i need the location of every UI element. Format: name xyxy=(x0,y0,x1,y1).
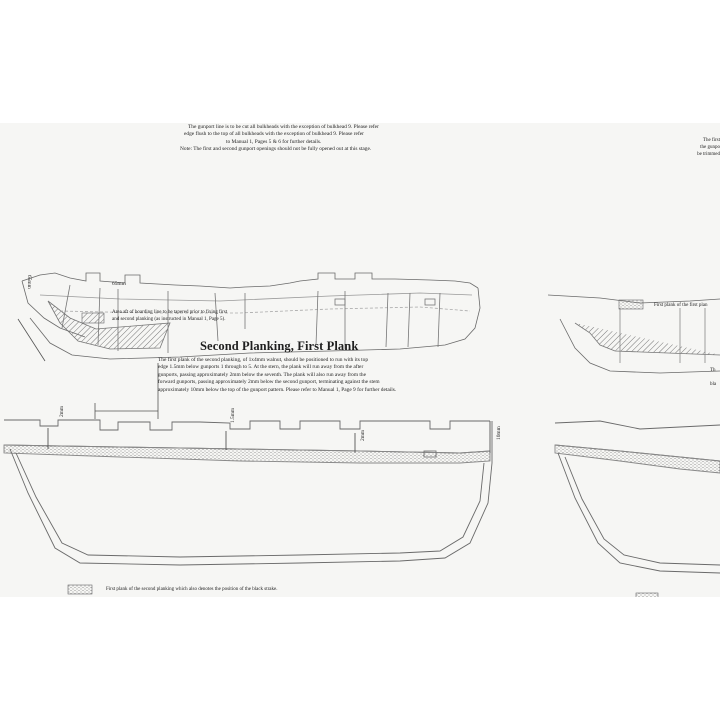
right-main-fragment: Th bla xyxy=(710,368,717,387)
lower-hull-outline xyxy=(3,419,493,566)
right-top-legend-text: First plank of the first plan xyxy=(654,303,708,308)
legend-swatch-dotted xyxy=(67,584,93,595)
section-heading: Second Planking, First Plank xyxy=(200,339,359,353)
plan-sheet: The gunport line is to be cut all bulkhe… xyxy=(0,123,720,597)
dim-label-2mm-left: 2mm xyxy=(59,405,65,417)
dim-label-65mm-horizontal: 65mm xyxy=(112,281,126,287)
dim-label-1-5mm: 1.5mm xyxy=(230,407,236,423)
hull-drawing xyxy=(3,272,720,597)
dim-label-2mm-mid: 2mm xyxy=(360,429,366,441)
legend-swatch-dotted-right-bottom xyxy=(635,592,659,597)
section-paragraph: The first plank of the second planking, … xyxy=(158,357,397,393)
bottom-legend-text: First plank of the second planking which… xyxy=(106,587,278,592)
right-lower-hull xyxy=(554,420,720,574)
legend-swatch-hatched xyxy=(81,312,105,324)
top-note: The gunport line is to be cut all bulkhe… xyxy=(180,124,379,153)
dim-label-65mm-vertical: 65mm xyxy=(26,275,32,289)
dim-label-10mm: 10mm xyxy=(496,426,502,440)
upper-hull-outline xyxy=(17,272,481,419)
legend-swatch-dotted-right xyxy=(618,299,644,310)
right-top-fragment: The first the gunpo be trimmed xyxy=(697,138,720,157)
top-legend-text: Area aft of boarding line to be tapered … xyxy=(112,310,228,322)
